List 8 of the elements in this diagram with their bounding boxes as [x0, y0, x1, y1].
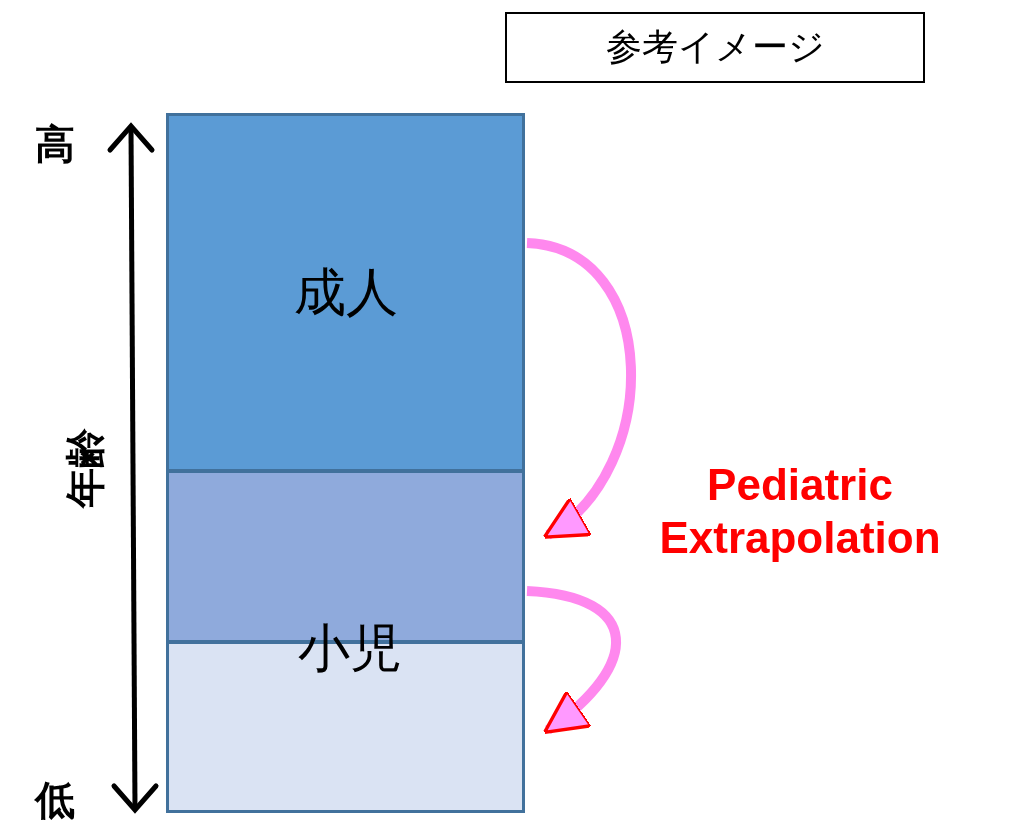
curved-arrow — [526, 586, 621, 735]
arrow-caption: Pediatric Extrapolation — [658, 459, 942, 564]
axis-label: 高 — [35, 120, 75, 168]
axis-title: 年齢 — [61, 428, 109, 508]
axis-label: 低 — [35, 776, 75, 824]
title-box: 参考イメージ — [505, 12, 925, 83]
adult-band: 成人 — [166, 113, 525, 472]
curved-arrow — [526, 238, 636, 540]
